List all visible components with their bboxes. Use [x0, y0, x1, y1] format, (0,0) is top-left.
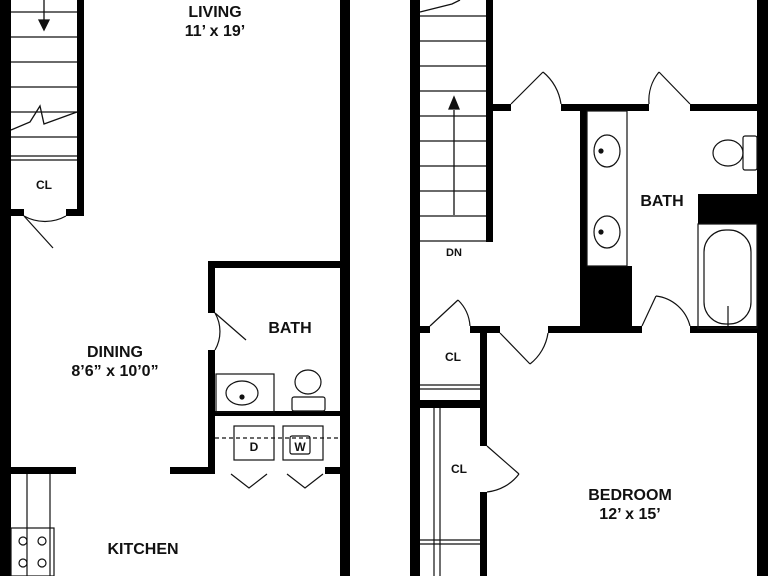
- arrow-up-icon: [448, 95, 460, 110]
- room-label-living: LIVING 11’ x 19’: [150, 3, 280, 41]
- lower-stairs: [10, 0, 78, 161]
- closet-door-lower[interactable]: [23, 215, 67, 249]
- dryer-icon: [233, 425, 275, 461]
- lower-floor-walls: [0, 0, 350, 576]
- toilet-icon: [294, 369, 322, 395]
- upper-doors[interactable]: [429, 71, 691, 493]
- room-label-bath-upper: BATH: [640, 193, 684, 210]
- lower-bath-fixtures: [215, 369, 326, 413]
- sink-icon: [225, 380, 259, 406]
- laundry-area: [215, 425, 340, 489]
- bath-door-lower[interactable]: [214, 312, 247, 351]
- stairs-down-label: DN: [446, 247, 462, 259]
- toilet-tank-icon: [291, 396, 326, 412]
- dryer-label: D: [249, 440, 259, 454]
- room-size: 11’ x 19’: [184, 23, 246, 41]
- closet-label-lower: CL: [36, 178, 52, 192]
- room-label-bedroom: BEDROOM 12’ x 15’: [560, 486, 700, 524]
- sink-icon: [593, 134, 621, 168]
- upper-stairs: [419, 0, 486, 242]
- room-size: 12’ x 15’: [599, 506, 661, 524]
- sink-icon: [593, 215, 621, 249]
- room-label-kitchen: KITCHEN: [107, 541, 179, 558]
- room-name: DINING: [87, 344, 143, 361]
- room-name: LIVING: [188, 4, 242, 21]
- washer-label: W: [294, 440, 306, 454]
- toilet-icon: [712, 139, 744, 167]
- upper-bath-fixtures: [586, 110, 758, 329]
- kitchen-counter: [10, 474, 55, 576]
- upper-floor-walls: [410, 0, 768, 576]
- room-label-bath-lower: BATH: [268, 320, 312, 337]
- arrow-down-icon: [37, 19, 51, 32]
- closet-doors-upper: [420, 384, 480, 576]
- stove-icon: [10, 527, 55, 576]
- closet-label-upper-2: CL: [451, 462, 467, 476]
- closet-label-upper-1: CL: [445, 350, 461, 364]
- toilet-tank-icon: [742, 135, 758, 171]
- washer-icon: [282, 425, 324, 461]
- room-size: 8’6” x 10’0”: [71, 363, 159, 381]
- room-name: BEDROOM: [588, 487, 672, 504]
- room-label-dining: DINING 8’6” x 10’0”: [40, 343, 190, 381]
